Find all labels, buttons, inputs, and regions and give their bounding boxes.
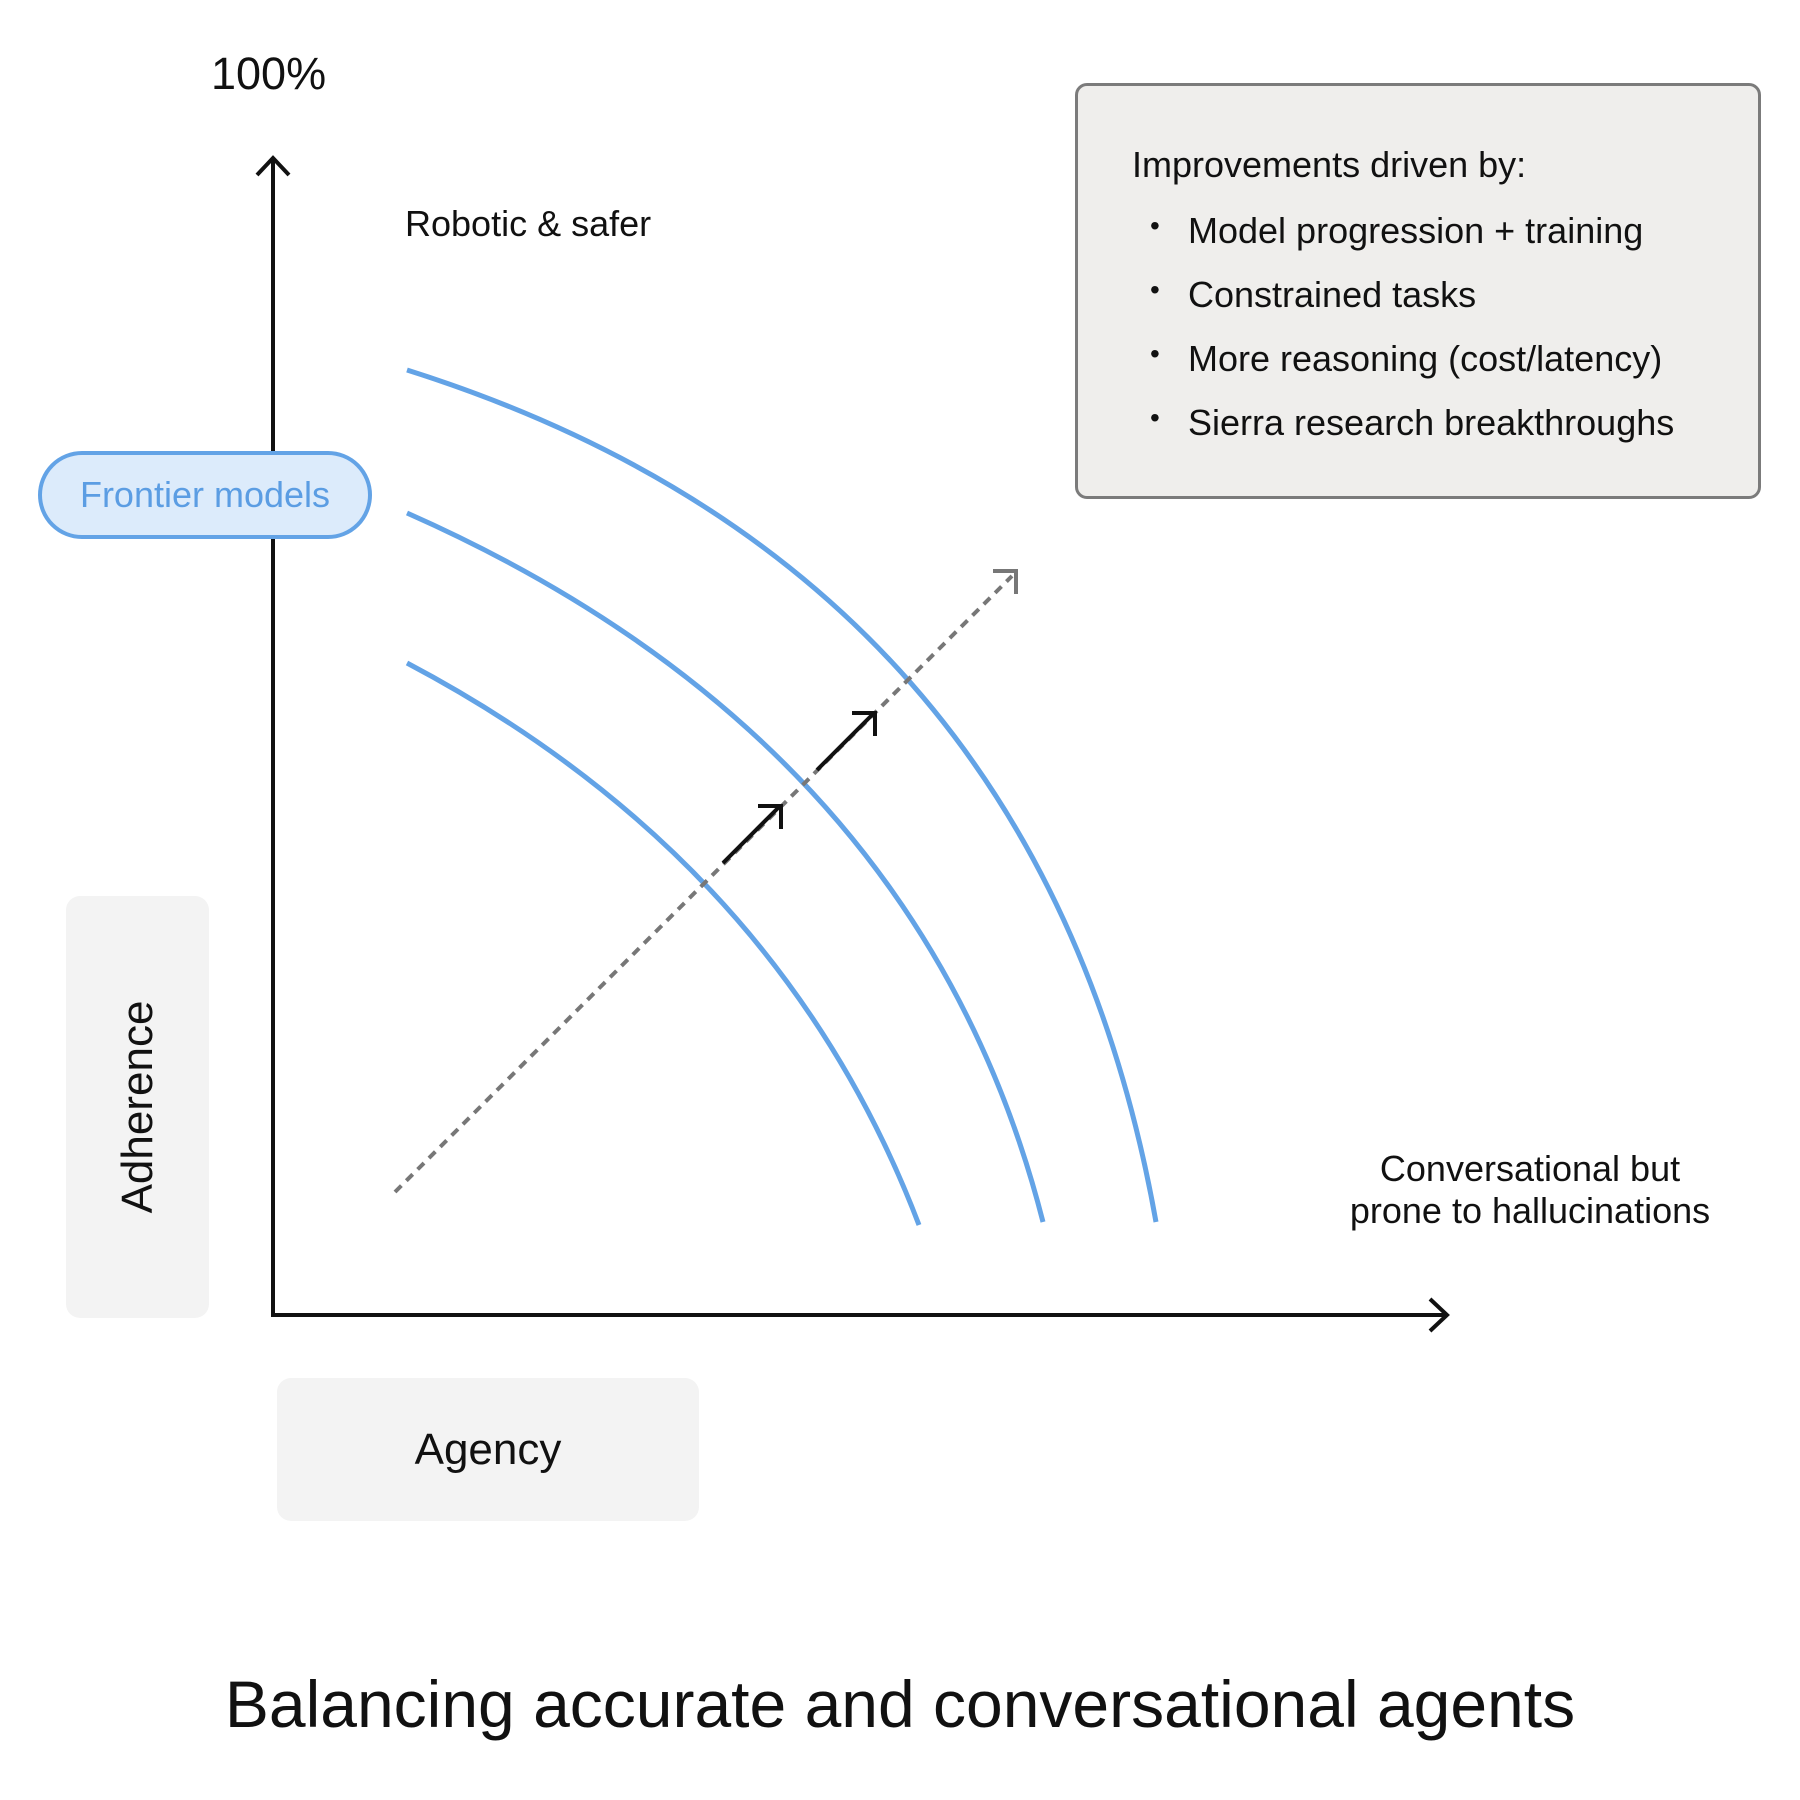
legend-item: More reasoning (cost/latency) <box>1132 338 1758 402</box>
x-axis-label-box: Agency <box>277 1378 699 1521</box>
frontier-curve-outer <box>406 367 1159 1223</box>
improvements-legend: Improvements driven by: Model progressio… <box>1075 83 1761 499</box>
step-arrow-1 <box>721 804 782 865</box>
y-axis-max-label: 100% <box>211 48 327 99</box>
progress-dotted-arrow <box>393 574 1014 1194</box>
step-arrow-1-head <box>758 804 783 829</box>
conversational-label: Conversational but prone to hallucinatio… <box>1320 1148 1740 1232</box>
y-axis-label: Adherence <box>113 1000 162 1214</box>
step-arrow-2 <box>815 711 876 772</box>
legend-list: Model progression + training Constrained… <box>1132 210 1758 466</box>
legend-title: Improvements driven by: <box>1132 144 1527 185</box>
x-axis-label: Agency <box>414 1424 562 1474</box>
diagram-title: Balancing accurate and conversational ag… <box>224 1667 1576 1741</box>
legend-item: Model progression + training <box>1132 210 1758 274</box>
conversational-label-line2: prone to hallucinations <box>1349 1190 1711 1231</box>
legend-item: Sierra research breakthroughs <box>1132 402 1758 466</box>
step-arrow-2-head <box>852 711 877 736</box>
frontier-curve-inner <box>405 660 922 1226</box>
x-axis-arrowhead <box>1428 1297 1450 1333</box>
legend-item: Constrained tasks <box>1132 274 1758 338</box>
frontier-models-pill: Frontier models <box>38 451 372 539</box>
y-axis-arrowhead <box>255 155 291 177</box>
y-axis-label-box <box>66 896 209 1318</box>
frontier-curve-middle <box>405 510 1046 1223</box>
conversational-label-line1: Conversational but <box>1379 1148 1681 1189</box>
progress-dotted-arrowhead <box>993 569 1018 594</box>
robotic-safer-label: Robotic & safer <box>405 203 652 244</box>
frontier-models-label: Frontier models <box>79 474 331 515</box>
